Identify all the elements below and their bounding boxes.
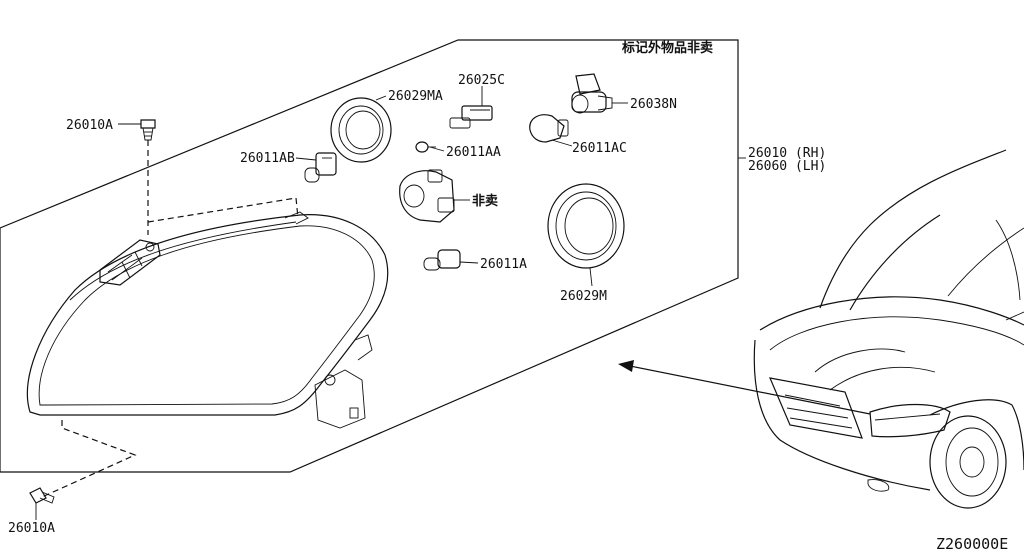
label-bulb-a: 26011A	[480, 257, 527, 272]
not-for-sale-note: 标记外物品非卖	[621, 40, 713, 56]
label-bulb-ab: 26011AB	[240, 151, 295, 166]
label-socket-c: 26025C	[458, 73, 505, 88]
bulb-a-icon	[423, 249, 461, 271]
figure-code: Z260000E	[936, 535, 1008, 553]
label-leveler: 非卖	[472, 193, 498, 209]
seal-ma-icon	[330, 97, 392, 163]
label-seal-ma: 26029MA	[388, 89, 443, 104]
label-screw-top: 26010A	[66, 118, 113, 133]
screw-bottom-icon	[29, 487, 55, 504]
leveler-motor-icon	[399, 169, 455, 223]
label-assy-rh: 26010 (RH)	[748, 146, 826, 161]
label-socket-n: 26038N	[630, 97, 677, 112]
label-bulb-aa: 26011AA	[446, 145, 501, 160]
headlamp-housing	[26, 211, 389, 429]
assembly-boundary	[0, 39, 739, 473]
vehicle-front-view	[753, 149, 1024, 509]
screw-top-icon	[140, 119, 156, 141]
label-bulb-ac: 26011AC	[572, 141, 627, 156]
seal-m-icon	[547, 183, 625, 269]
socket-c-icon	[449, 105, 493, 129]
label-assy-lh: 26060 (LH)	[748, 159, 826, 174]
bulb-ac-icon	[529, 114, 569, 143]
label-seal-m: 26029M	[560, 289, 607, 304]
bulb-ab-icon	[304, 152, 337, 183]
socket-n-icon	[571, 73, 613, 114]
location-arrow	[618, 360, 871, 415]
guide-lines	[41, 140, 299, 498]
label-screw-bottom: 26010A	[8, 521, 55, 536]
bulb-aa-icon	[415, 141, 436, 153]
